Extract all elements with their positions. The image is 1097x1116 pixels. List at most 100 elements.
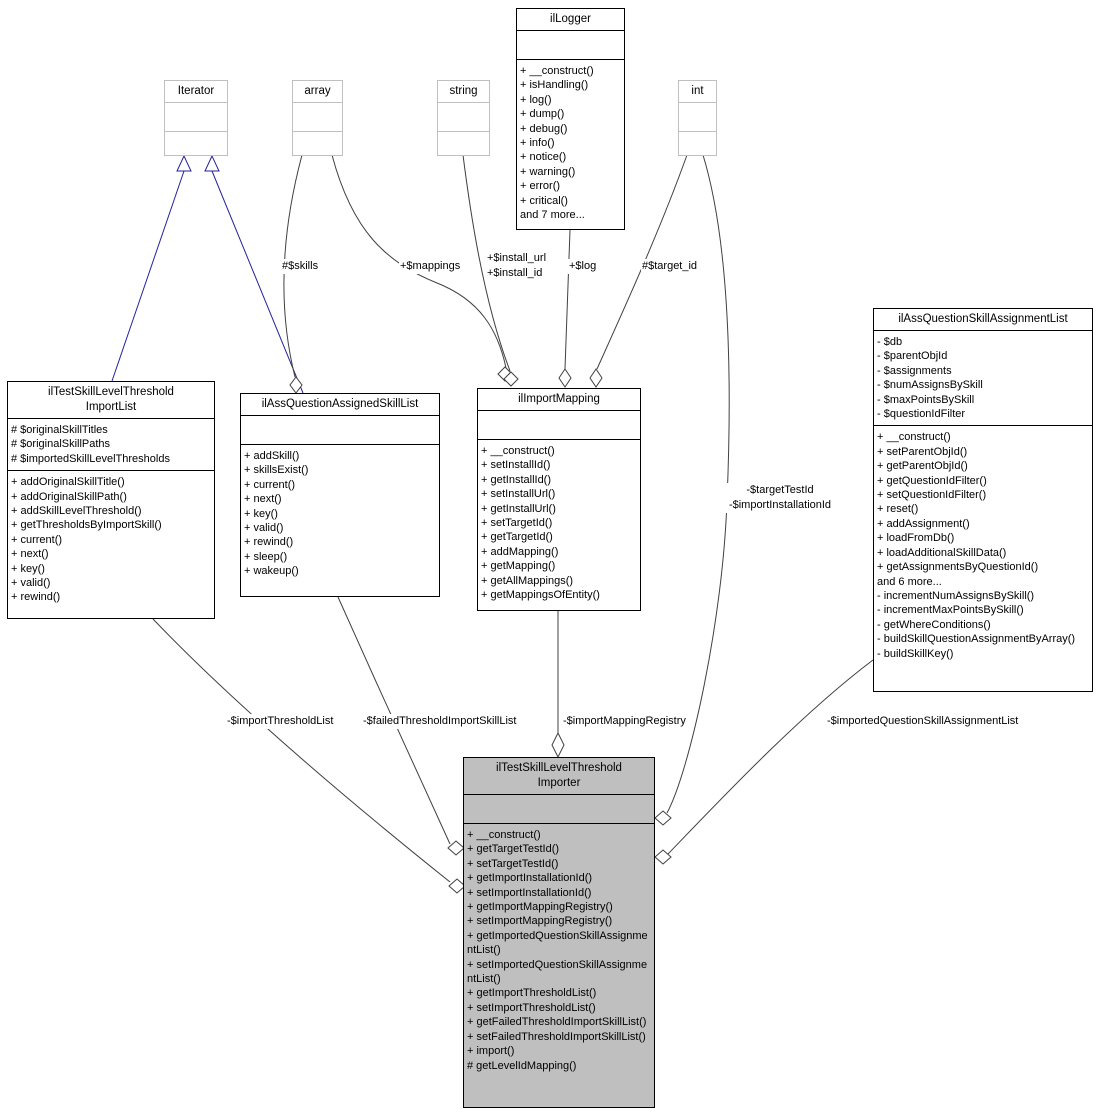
class-attributes	[438, 102, 489, 131]
text-line: + getImportThresholdList()	[467, 987, 597, 1000]
text-line: - buildSkillKey()	[877, 647, 954, 660]
text-line: + __construct()	[481, 445, 555, 457]
text-line: + getParentObjId()	[877, 460, 968, 473]
edge-importlist-thresholdlist	[152, 618, 451, 883]
text-line: + reset()	[877, 503, 919, 516]
text-line: + getFailedThresholdImportSkillList()	[467, 1016, 647, 1029]
text-line: + addSkill()	[244, 450, 300, 462]
text-line: + setInstallId()	[481, 459, 551, 472]
edge-assignedskilllist-failedlist	[337, 596, 451, 845]
text-line: - buildSkillQuestionAssignmentByArray()	[877, 633, 1076, 646]
edge-array-mappings	[331, 154, 507, 369]
text-line: + addSkillLevelThreshold()	[11, 505, 142, 518]
class-methods: + addSkill()+ skillsExist()+ current()+ …	[241, 444, 439, 596]
aggregation-diamond-icon	[289, 376, 303, 394]
text-line: + getTargetTestId()	[467, 843, 560, 856]
class-title: ilAssQuestionAssignedSkillList	[241, 394, 439, 415]
text-line: + __construct()	[467, 829, 541, 841]
text-line: + addAssignment()	[877, 517, 970, 530]
text-line: + import()	[467, 1045, 515, 1058]
text-line: string	[449, 85, 478, 97]
edge-label-imported-question-skill-assignment-list: -$importedQuestionSkillAssignmentList	[826, 714, 1020, 729]
class-attributes	[679, 102, 716, 131]
text-line: + current()	[11, 533, 63, 546]
edge-label-log: +$log	[568, 259, 598, 274]
edge-label-import-threshold-list: -$importThresholdList	[226, 714, 335, 729]
text-line: array	[304, 85, 331, 97]
text-line: + log()	[520, 93, 552, 106]
text-line: + current()	[244, 478, 296, 491]
text-line: + valid()	[244, 522, 284, 535]
text-line: + getImportMappingRegistry()	[467, 901, 613, 914]
text-line: + wakeup()	[244, 565, 299, 578]
text-line: + next()	[244, 493, 282, 506]
class-title: Iterator	[165, 81, 227, 102]
edge-label-target-test-id: -$targetTestId -$importInstallationId	[714, 483, 846, 513]
class-methods	[679, 131, 716, 155]
text-line: + rewind()	[11, 591, 61, 604]
text-line: - $maxPointsBySkill	[877, 393, 975, 406]
text-line: + getThresholdsByImportSkill()	[11, 519, 162, 532]
aggregation-diamond-icon	[558, 368, 572, 388]
class-node-ilimportmapping[interactable]: ilImportMapping + __construct() + setInst…	[477, 388, 641, 611]
text-line: ImportList	[85, 401, 137, 413]
text-line: + loadFromDb()	[877, 532, 955, 545]
class-methods: + __construct()+ getTargetTestId()+ setT…	[464, 823, 654, 1107]
class-node-iterator[interactable]: Iterator	[164, 80, 228, 156]
text-line: + getQuestionIdFilter()	[877, 474, 987, 487]
text-line: + setImportedQuestionSkillAssignmentList…	[467, 958, 648, 986]
text-line: + setFailedThresholdImportSkillList()	[467, 1030, 646, 1043]
text-line: + addMapping()	[481, 545, 559, 558]
text-line: Importer	[537, 777, 581, 789]
class-attributes: # $originalSkillTitles # $originalSkillPa…	[8, 418, 214, 470]
text-line: + __construct()	[520, 65, 594, 77]
text-line: + loadAdditionalSkillData()	[877, 546, 1007, 559]
class-attributes: - $db- $parentObjId- $assignments- $numA…	[874, 330, 1092, 425]
class-node-illogger[interactable]: ilLogger + __construct()+ isHandling()+ …	[516, 8, 625, 230]
text-line: int	[691, 85, 704, 97]
text-line: # $originalSkillPaths	[11, 438, 111, 451]
class-node-int[interactable]: int	[678, 80, 717, 156]
text-line: # $originalSkillTitles	[11, 424, 108, 436]
edge-label-install: +$install_url +$install_id	[486, 251, 548, 281]
aggregation-diamond-icon	[654, 810, 672, 826]
class-methods: + __construct() + setInstallId()+ getInst…	[478, 439, 640, 610]
text-line: ilImportMapping	[518, 393, 600, 405]
text-line: + rewind()	[244, 536, 294, 549]
text-line: + critical()	[520, 194, 568, 207]
text-line: + getAllMappings()	[481, 574, 574, 587]
class-methods	[438, 131, 489, 155]
edge-assignmentlist-importedlist	[667, 659, 874, 855]
aggregation-diamond-icon	[654, 849, 672, 865]
text-line: + setImportInstallationId()	[467, 886, 592, 899]
class-node-ilassquestionassignedskilllist[interactable]: ilAssQuestionAssignedSkillList + addSkil…	[240, 393, 440, 597]
edge-label-skills: #$skills	[281, 259, 320, 274]
text-line: - $db	[877, 336, 903, 348]
class-node-ilassquestionskillassignmentlist[interactable]: ilAssQuestionSkillAssignmentList - $db- …	[873, 308, 1093, 692]
edge-label-failed-threshold-import-skill-list: -$failedThresholdImportSkillList	[362, 714, 518, 729]
text-line: ilTestSkillLevelThreshold	[48, 386, 174, 398]
text-line: and 7 more...	[520, 209, 585, 222]
class-attributes	[464, 794, 654, 823]
class-title: int	[679, 81, 716, 102]
class-attributes	[517, 30, 624, 59]
class-node-array[interactable]: array	[292, 80, 343, 156]
text-line: + setInstallUrl()	[481, 488, 556, 501]
class-attributes	[478, 410, 640, 439]
aggregation-diamond-icon	[589, 368, 603, 388]
text-line: ilAssQuestionSkillAssignmentList	[898, 313, 1068, 325]
text-line: - incrementNumAssignsBySkill()	[877, 589, 1035, 602]
text-line: - $numAssignsBySkill	[877, 379, 983, 392]
text-line: + getInstallId()	[481, 473, 552, 486]
text-line: + addOriginalSkillTitle()	[11, 476, 125, 489]
text-line: + next()	[11, 548, 49, 561]
text-line: + getImportInstallationId()	[467, 872, 593, 885]
class-title: ilAssQuestionSkillAssignmentList	[874, 309, 1092, 330]
class-node-string[interactable]: string	[437, 80, 490, 156]
text-line: + getImportedQuestionSkillAssignmentList…	[467, 929, 648, 957]
text-line: Iterator	[177, 85, 215, 97]
text-line: - incrementMaxPointsBySkill()	[877, 604, 1024, 617]
